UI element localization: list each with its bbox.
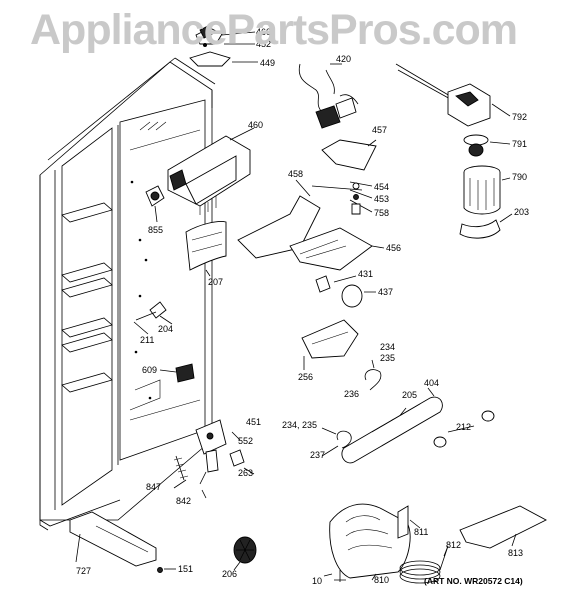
part-label-791: 791	[512, 139, 527, 149]
part-label-263: 263	[238, 468, 253, 478]
part-label-758: 758	[374, 208, 389, 218]
part-label-812: 812	[446, 540, 461, 550]
part-label-813: 813	[508, 548, 523, 558]
part-labels: 460 452 449 420 792 791 790 203 460 457 …	[76, 27, 529, 586]
part-label-792: 792	[512, 112, 527, 122]
part-label-256: 256	[298, 372, 313, 382]
air-duct-illustration	[167, 127, 255, 215]
part-label-206: 206	[222, 569, 237, 579]
part-label-236: 236	[344, 389, 359, 399]
cabinet-illustration	[39, 57, 216, 531]
switch-illustration	[159, 363, 195, 383]
part-label-453: 453	[374, 194, 389, 204]
part-label-235: 235	[380, 353, 395, 363]
part-label-234-235: 234, 235	[282, 420, 317, 430]
bottom-trim-illustration	[69, 511, 176, 573]
part-label-790: 790	[512, 172, 527, 182]
part-label-420: 420	[336, 54, 351, 64]
cap-illustration	[233, 536, 257, 571]
part-label-451: 451	[246, 417, 261, 427]
part-label-449: 449	[260, 58, 275, 68]
part-label-810: 810	[374, 575, 389, 585]
ice-dispenser-housing-illustration	[237, 179, 385, 271]
part-label-460-duct: 460	[248, 120, 263, 130]
part-label-151: 151	[178, 564, 193, 574]
art-number-label: (ART NO. WR20572 C14)	[424, 576, 523, 586]
part-label-452: 452	[256, 39, 271, 49]
part-label-552: 552	[238, 436, 253, 446]
part-label-404: 404	[424, 378, 439, 388]
water-tube-assembly-illustration	[321, 359, 495, 464]
insulation-plate-illustration	[321, 139, 377, 171]
part-label-10: 10	[312, 576, 322, 586]
part-label-203: 203	[514, 207, 529, 217]
part-label-457: 457	[372, 125, 387, 135]
part-label-205: 205	[402, 390, 417, 400]
light-shield-illustration	[301, 319, 359, 370]
part-label-237: 237	[310, 450, 325, 460]
part-label-458: 458	[288, 169, 303, 179]
damper-illustration	[145, 185, 165, 223]
part-label-842: 842	[176, 496, 191, 506]
part-label-456: 456	[386, 243, 401, 253]
part-label-609: 609	[142, 365, 157, 375]
part-label-212: 212	[456, 422, 471, 432]
light-bulb-illustration	[315, 275, 376, 308]
part-label-855: 855	[148, 225, 163, 235]
part-label-207: 207	[208, 277, 223, 287]
part-label-437: 437	[378, 287, 393, 297]
wire-harness-illustration	[298, 63, 359, 129]
part-label-211: 211	[140, 335, 154, 345]
part-label-847: 847	[146, 482, 161, 492]
thermostat-illustration	[133, 301, 173, 335]
part-label-431: 431	[358, 269, 373, 279]
water-filter-illustration	[395, 63, 513, 239]
hinge-bracket-illustration	[189, 25, 258, 67]
duct-cover-illustration	[185, 221, 227, 277]
part-label-454: 454	[374, 182, 389, 192]
door-switch-bracket-illustration	[173, 419, 255, 499]
part-label-234: 234	[380, 342, 395, 352]
dispenser-assembly-illustration	[323, 503, 547, 584]
part-label-460-top: 460	[256, 27, 271, 37]
part-label-811: 811	[414, 527, 428, 537]
part-label-204: 204	[158, 324, 173, 334]
part-label-727: 727	[76, 566, 91, 576]
